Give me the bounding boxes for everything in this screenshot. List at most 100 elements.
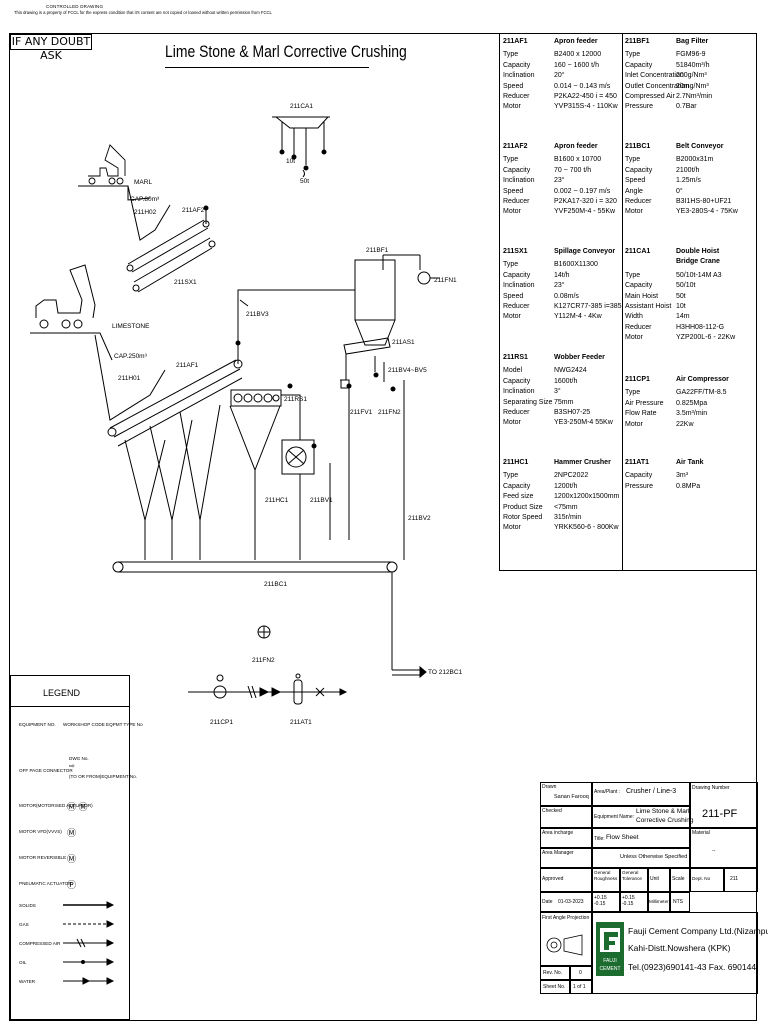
apron-feeder-211af2 [126,205,216,293]
spec-value: 0.825Mpa [676,399,708,407]
label-10t: 10t [286,158,295,165]
equipment-tag: 211RS1 [503,354,528,361]
equipment-tag: 211AT1 [625,459,649,466]
pneumatic-icon: Ⓟ [67,880,77,890]
label-211at1: 211AT1 [290,719,312,726]
spec-label: Type [625,271,641,279]
crane-211ca1 [272,116,330,178]
spec-label: Separating Size [503,398,553,406]
doubt-box: IF ANY DOUBT ASK [10,34,92,62]
equipment-spec-row: Product Size<75mm [503,503,621,513]
spec-label: Reducer [625,323,652,331]
equipment-tag: 211AF1 [503,38,528,45]
equipment-tag: 211CA1 [625,248,651,255]
label-211bv1: 211BV1 [310,497,333,504]
spec-value: 14m [676,313,690,321]
marl-truck [88,144,126,185]
tb-drawn-by: Sanan Farooq [554,794,589,800]
spec-label: Motor [625,334,643,342]
spec-label: Type [625,156,641,164]
spec-value: 0.002 ~ 0.197 m/s [554,187,611,195]
spec-label: Compressed Air [625,93,675,101]
label-211fn2-top: 211FN2 [378,409,401,416]
tb-tolerance-value: +0.15 -0.15 [622,895,635,907]
spec-value: YVF250M-4 - 55Kw [554,208,616,216]
label-limestone: LIMESTONE [112,323,150,330]
marl-hopper [127,185,171,241]
ownership-notice: This drawing is a property of FCCL for t… [14,10,272,15]
tb-material-value: -- [712,848,716,854]
tb-drawing-number-label: Drawing Number [692,785,730,791]
tb-rev-value: 0 [579,970,582,976]
spec-label: Model [503,367,523,375]
spec-value: YE3-250M-4 55Kw [554,419,613,427]
tb-checked-label: Checked [542,808,562,814]
label-211bv3: 211BV3 [246,311,269,318]
label-211h01: 211H01 [118,375,141,382]
equipment-name: Apron feeder [554,143,598,150]
legend-dwg-no: DWG No. [69,756,89,761]
tb-unit-value: Millimeter [649,899,669,904]
label-211rs1: 211RS1 [284,396,307,403]
label-211bc1: 211BC1 [264,581,287,588]
spec-value: 160 ~ 1600 t/h [554,61,599,69]
spec-value: B2400 x 12000 [554,51,602,59]
controlled-drawing-label: CONTROLLED DRAWING [46,4,104,9]
spec-value: B3I1HS-80+UF21 [676,198,732,206]
label-marl-cap: CAP.80m³ [130,196,160,203]
spec-value: YRKK560-6 - 800Kw [554,524,619,532]
tb-scale-label: Scale [672,876,685,882]
label-limestone-cap: CAP.250m³ [114,353,148,360]
belt-conveyor-211bc1 [112,561,427,679]
tb-area-incharge: Area incharge [542,830,574,836]
legend-line-symbols [63,901,115,985]
equipment-tag: 211HC1 [503,459,529,466]
spec-label: Reducer [503,303,530,311]
spec-label: Motor [625,420,643,428]
spec-value: H3HH08-112-G [676,323,725,331]
legend-workshop-code: WORKSHOP CODE EQPMT TYPE No [63,722,143,727]
spec-label: Type [625,389,641,397]
tb-general-tolerance: General Tolerance [622,870,642,881]
spec-label: Motor [625,208,643,216]
spec-label: Reducer [503,93,530,101]
legend-to-from: (TO OR FROM)EQUIPMENT No. [69,774,137,779]
spec-value: B1600 x 10700 [554,156,602,164]
spec-label: Type [625,51,641,59]
spec-label: Type [503,156,519,164]
tb-roughness-value: +0.15 -0.15 [594,895,607,907]
spec-label: Motor [503,103,521,111]
spec-label: Capacity [503,61,531,69]
label-211cp1: 211CP1 [210,719,233,726]
spec-label: Pressure [625,482,654,490]
spec-value: 23° [554,177,565,185]
equipment-name: Apron feeder [554,38,598,45]
motor-vfd-icon: Ⓜ [67,828,77,838]
spec-value: 20° [554,72,565,80]
